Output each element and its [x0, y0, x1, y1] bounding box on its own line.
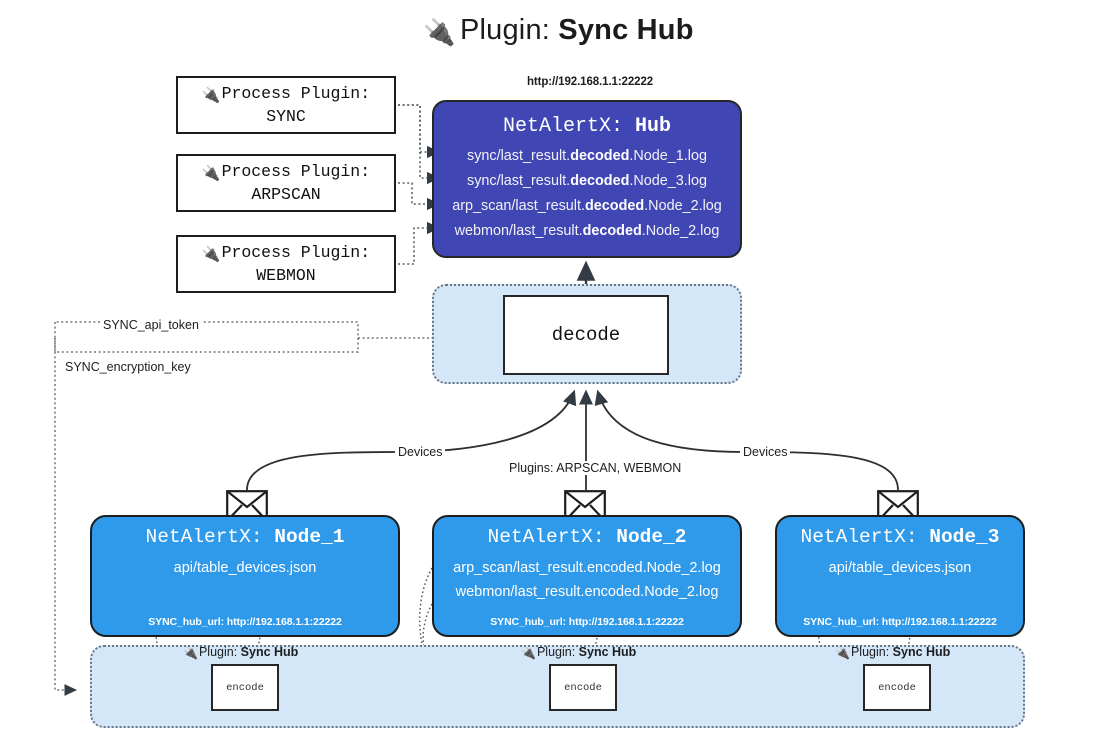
plug-icon: 🔌 — [183, 646, 198, 660]
plug-icon: 🔌 — [201, 163, 221, 182]
process-plugin-webmon-line1: 🔌Process Plugin: — [201, 242, 371, 263]
plugin-tag-node2: 🔌Plugin: Sync Hub — [521, 645, 637, 660]
edge-label-devices-left: Devices — [395, 445, 446, 459]
process-plugin-arpscan[interactable]: 🔌Process Plugin: ARPSCAN — [176, 154, 396, 212]
node2-lines: arp_scan/last_result.encoded.Node_2.log … — [434, 556, 740, 604]
process-plugin-webmon-line2: WEBMON — [256, 265, 316, 285]
page-title: 🔌Plugin: Sync Hub — [0, 14, 1117, 48]
process-plugin-sync-line1: 🔌Process Plugin: — [201, 83, 371, 104]
node3-title: NetAlertX: Node_3 — [800, 526, 1000, 548]
process-plugin-sync-line2: SYNC — [266, 106, 306, 126]
hub-node[interactable]: NetAlertX: Hub sync/last_result.decoded.… — [432, 100, 742, 258]
hub-log-line: sync/last_result.decoded.Node_3.log — [467, 173, 707, 189]
process-plugin-arpscan-line2: ARPSCAN — [251, 184, 321, 204]
hub-log-list: sync/last_result.decoded.Node_1.log sync… — [434, 144, 740, 244]
plug-icon: 🔌 — [201, 244, 221, 263]
decode-box[interactable]: decode — [503, 295, 669, 375]
node3-hub-url: SYNC_hub_url: http://192.168.1.1:22222 — [803, 616, 997, 628]
encode-box-node3[interactable]: encode — [863, 664, 931, 711]
edge-label-plugins: Plugins: ARPSCAN, WEBMON — [506, 461, 685, 475]
node2-line: webmon/last_result.encoded.Node_2.log — [455, 584, 719, 600]
node2-line: arp_scan/last_result.encoded.Node_2.log — [453, 560, 721, 576]
edge-label-devices-right: Devices — [740, 445, 791, 459]
plugin-tag-node3: 🔌Plugin: Sync Hub — [835, 645, 951, 660]
process-plugin-webmon[interactable]: 🔌Process Plugin: WEBMON — [176, 235, 396, 293]
node2-title: NetAlertX: Node_2 — [487, 526, 687, 548]
node1-line: api/table_devices.json — [173, 560, 317, 576]
sync-api-token-label: SYNC_api_token — [100, 318, 202, 332]
hub-url-label: http://192.168.1.1:22222 — [526, 76, 654, 88]
process-plugin-arpscan-line1: 🔌Process Plugin: — [201, 161, 371, 182]
node3-lines: api/table_devices.json — [777, 556, 1023, 580]
page-title-prefix: Plugin: — [459, 14, 559, 46]
node-box-node3[interactable]: NetAlertX: Node_3 api/table_devices.json… — [775, 515, 1025, 637]
node1-lines: api/table_devices.json — [92, 556, 398, 580]
plug-icon: 🔌 — [835, 646, 850, 660]
plugin-tag-node1: 🔌Plugin: Sync Hub — [183, 645, 299, 660]
sync-encryption-key-label: SYNC_encryption_key — [62, 360, 194, 374]
page-title-name: Sync Hub — [558, 14, 694, 46]
plug-icon: 🔌 — [201, 85, 221, 104]
hub-log-line: sync/last_result.decoded.Node_1.log — [467, 148, 707, 164]
hub-log-line: arp_scan/last_result.decoded.Node_2.log — [452, 198, 722, 214]
process-plugin-sync[interactable]: 🔌Process Plugin: SYNC — [176, 76, 396, 134]
node-box-node1[interactable]: NetAlertX: Node_1 api/table_devices.json… — [90, 515, 400, 637]
node3-line: api/table_devices.json — [828, 560, 972, 576]
node2-hub-url: SYNC_hub_url: http://192.168.1.1:22222 — [490, 616, 684, 628]
encode-box-node1[interactable]: encode — [211, 664, 279, 711]
node1-title: NetAlertX: Node_1 — [145, 526, 345, 548]
encode-box-node2[interactable]: encode — [549, 664, 617, 711]
node1-hub-url: SYNC_hub_url: http://192.168.1.1:22222 — [148, 616, 342, 628]
hub-log-line: webmon/last_result.decoded.Node_2.log — [454, 223, 720, 239]
node-box-node2[interactable]: NetAlertX: Node_2 arp_scan/last_result.e… — [432, 515, 742, 637]
hub-title: NetAlertX: Hub — [502, 115, 672, 138]
plug-icon: 🔌 — [521, 646, 536, 660]
plug-icon: 🔌 — [423, 17, 456, 47]
